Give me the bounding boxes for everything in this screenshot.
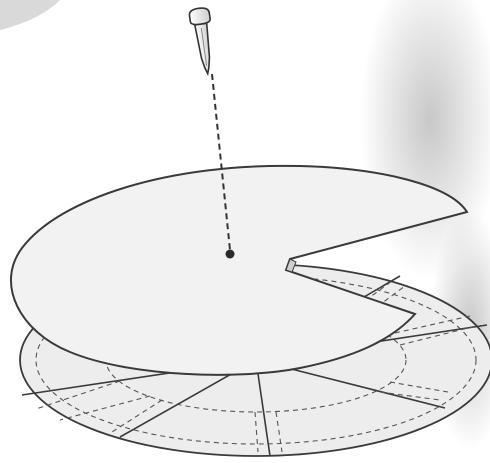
pin-hole (226, 250, 235, 259)
pushpin-icon (189, 7, 218, 75)
